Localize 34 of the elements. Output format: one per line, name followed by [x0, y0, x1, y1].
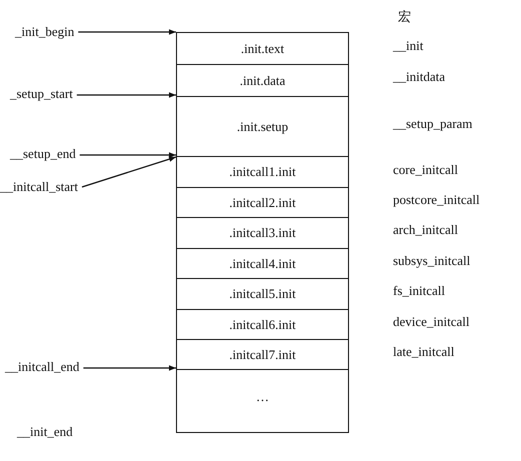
- macro-label: arch_initcall: [393, 222, 458, 238]
- symbol-label: __initcall_end: [5, 359, 80, 375]
- symbol-label: __initcall_start: [0, 179, 78, 195]
- arrow: [76, 92, 176, 98]
- section-row: .initcall5.init: [177, 278, 348, 309]
- section-row: .initcall7.init: [177, 339, 348, 369]
- section-row: .initcall2.init: [177, 187, 348, 217]
- macro-label: core_initcall: [393, 162, 458, 178]
- section-row: .initcall6.init: [177, 309, 348, 339]
- arrow: [83, 365, 176, 371]
- macro-label: __setup_param: [393, 116, 472, 132]
- arrow: [82, 156, 176, 188]
- column-heading: 宏: [398, 9, 411, 25]
- arrow: [80, 152, 176, 158]
- symbol-label: _init_begin: [15, 24, 74, 40]
- section-row: .initcall3.init: [177, 217, 348, 248]
- section-row: .initcall1.init: [177, 156, 348, 187]
- macro-label: device_initcall: [393, 314, 470, 330]
- arrow: [78, 29, 176, 35]
- section-row: .initcall4.init: [177, 248, 348, 278]
- symbol-label: _setup_start: [10, 86, 73, 102]
- memory-section-column: [176, 32, 349, 433]
- macro-label: postcore_initcall: [393, 192, 480, 208]
- section-row: …: [177, 369, 348, 434]
- section-row: .init.data: [177, 64, 348, 96]
- symbol-label: __setup_end: [10, 146, 76, 162]
- section-row: .init.setup: [177, 96, 348, 156]
- macro-label: fs_initcall: [393, 283, 445, 299]
- macro-label: __initdata: [393, 69, 445, 85]
- macro-label: subsys_initcall: [393, 253, 470, 269]
- section-row: .init.text: [177, 33, 348, 64]
- macro-label: __init_end: [17, 424, 73, 440]
- macro-label: __init: [393, 38, 424, 54]
- macro-label: late_initcall: [393, 344, 454, 360]
